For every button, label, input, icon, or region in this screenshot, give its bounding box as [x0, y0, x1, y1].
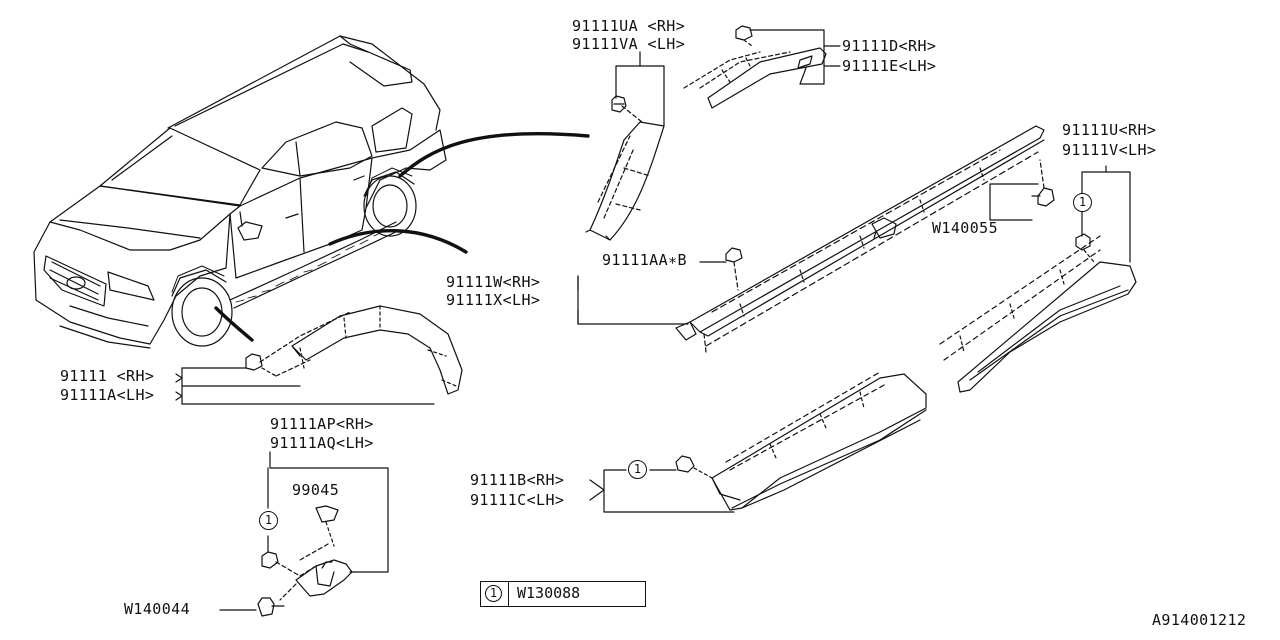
label-91111d: 91111D<RH> — [842, 37, 937, 55]
legend-divider — [508, 582, 510, 606]
rear-upper-arch-molding — [585, 95, 665, 241]
label-91111u: 91111U<RH> — [1062, 121, 1157, 139]
legend-part-code: W130088 — [517, 584, 581, 602]
front-wheel-arch-molding — [245, 305, 463, 395]
label-91111va: 91111VA <LH> — [572, 35, 686, 53]
legend-mark: 1 — [485, 585, 502, 602]
pointer-strokes — [214, 132, 590, 342]
label-91111ua: 91111UA <RH> — [572, 17, 686, 35]
label-91111aq: 91111AQ<LH> — [270, 434, 374, 452]
label-91111: 91111 <RH> — [60, 367, 155, 385]
vehicle-illustration — [33, 35, 447, 349]
callout-mark-one: 1 — [628, 460, 647, 479]
label-91111c: 91111C<LH> — [470, 491, 565, 509]
label-91111v: 91111V<LH> — [1062, 141, 1157, 159]
callout-mark-one: 1 — [1073, 193, 1092, 212]
label-91111w: 91111W<RH> — [446, 273, 541, 291]
rear-trim-piece — [683, 25, 827, 109]
diagram-reference-number: A914001212 — [1152, 611, 1247, 629]
label-w140044: W140044 — [124, 600, 191, 618]
label-91111b: 91111B<RH> — [470, 471, 565, 489]
callout-mark-one: 1 — [259, 511, 278, 530]
rear-step-molding — [939, 233, 1137, 393]
label-91111a: 91111A<LH> — [60, 386, 155, 404]
label-99045: 99045 — [292, 481, 340, 499]
front-step-molding — [675, 371, 927, 511]
side-sill-molding — [675, 125, 1055, 353]
label-91111x: 91111X<LH> — [446, 291, 541, 309]
legend-box: 1 W130088 — [480, 581, 646, 607]
label-91111aa: 91111AA∗B — [602, 251, 687, 269]
label-91111ap: 91111AP<RH> — [270, 415, 374, 433]
label-91111e: 91111E<LH> — [842, 57, 937, 75]
label-w140055: W140055 — [932, 219, 999, 237]
